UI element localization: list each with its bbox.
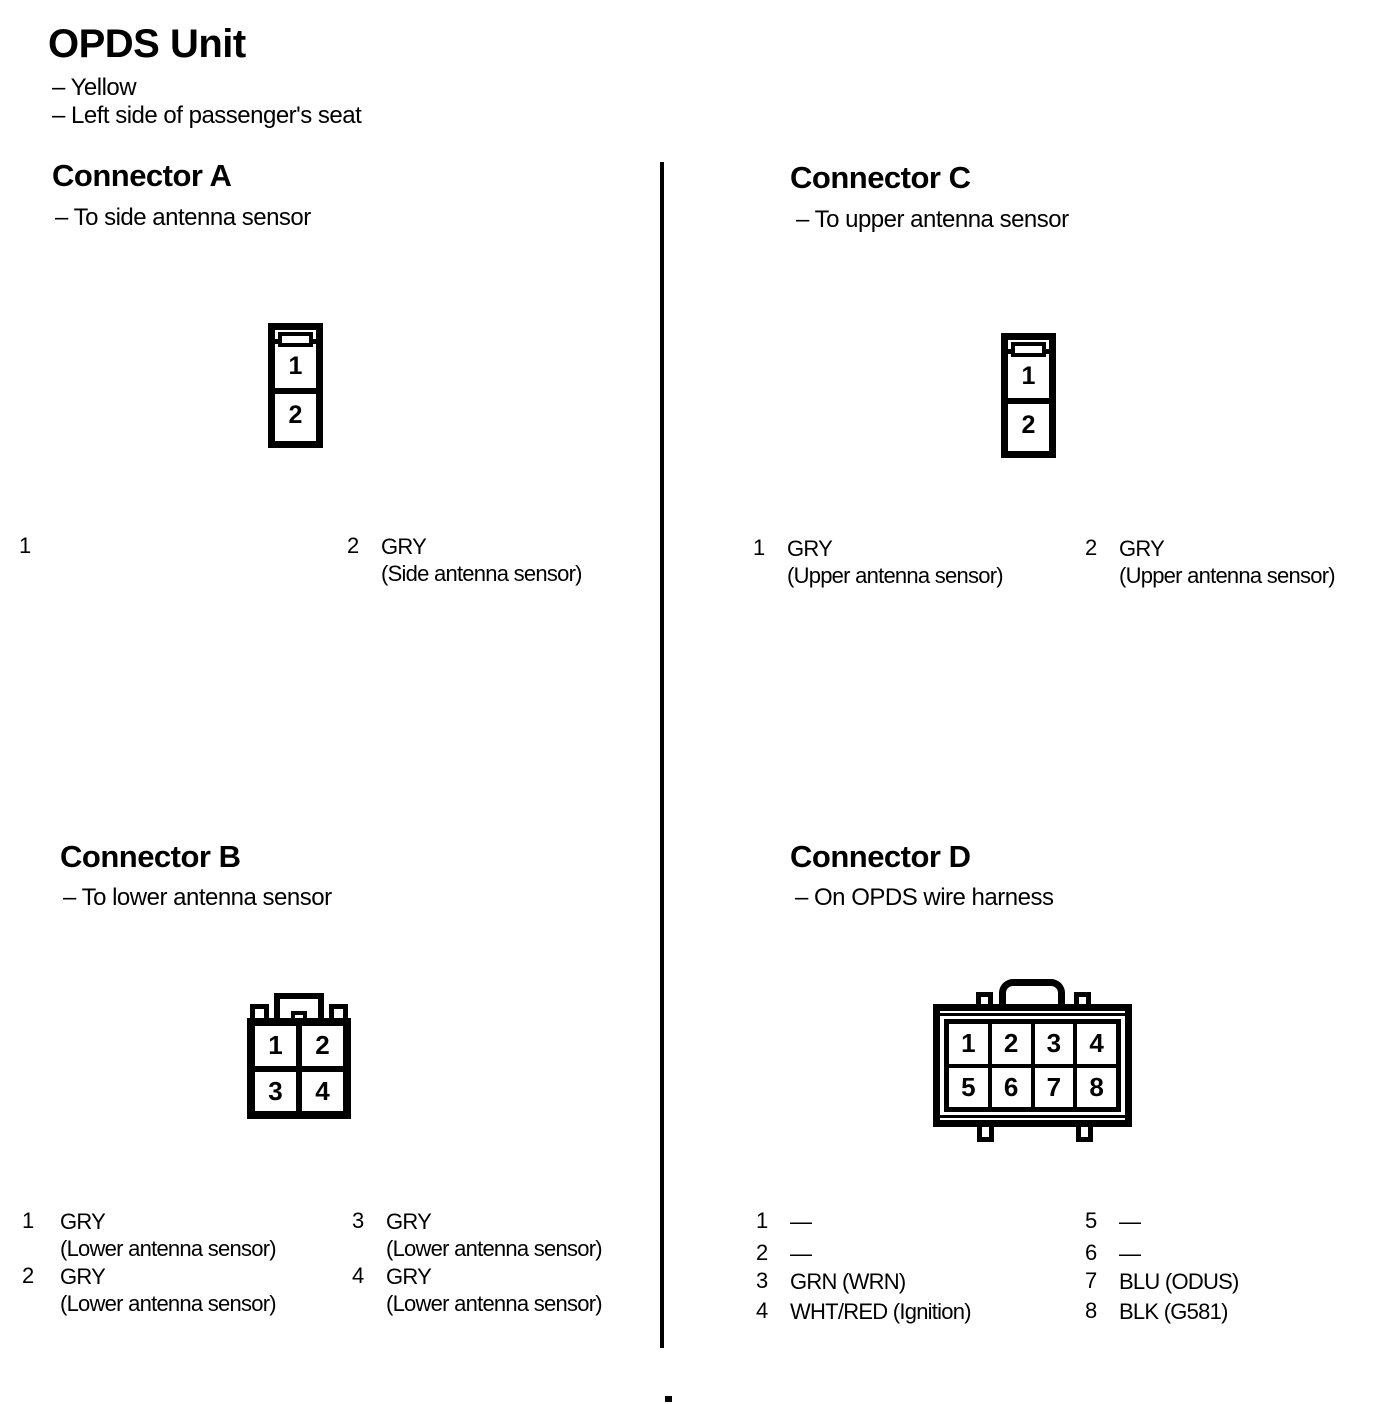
wire-signal: (Upper antenna sensor) [1119, 563, 1336, 588]
pin-wire-label: — [1119, 1241, 1141, 1266]
pin-wire-label: GRN (WRN) [790, 1269, 906, 1294]
pin-number: 1 [22, 1208, 34, 1233]
pin-cavity-2: 2 [275, 388, 316, 436]
pin-cavity-4: 4 [302, 1071, 343, 1111]
pin-cavity-3: 3 [1034, 1024, 1074, 1064]
pin-wire-label: GRY (Lower antenna sensor) [386, 1208, 603, 1262]
mount-foot-icon [977, 1127, 994, 1142]
pin-number: 5 [1085, 1208, 1097, 1233]
connector-a-note: – To side antenna sensor [55, 204, 311, 231]
pin-wire-label: GRY (Side antenna sensor) [381, 533, 582, 587]
wire-signal: (Side antenna sensor) [381, 561, 582, 586]
connector-c-diagram: 1 2 [1001, 333, 1056, 458]
pin-number: 2 [347, 533, 359, 558]
connector-d-note: – On OPDS wire harness [795, 884, 1054, 911]
pin-wire-label: GRY (Lower antenna sensor) [60, 1263, 277, 1317]
connector-a-diagram: 1 2 [268, 323, 323, 448]
connector-d-diagram: 1 2 3 4 5 6 7 8 [933, 979, 1132, 1142]
pin-wire-label: — [790, 1209, 812, 1234]
pin-number: 1 [753, 535, 765, 560]
latch-slot [1008, 340, 1049, 357]
latch-icon [278, 332, 313, 347]
unit-color-note: – Yellow [52, 74, 137, 101]
page-title: OPDS Unit [48, 22, 246, 66]
connector-b-title: Connector B [60, 839, 241, 874]
pin-wire-label: GRY (Upper antenna sensor) [1119, 535, 1336, 589]
pin-wire-label: GRY (Lower antenna sensor) [386, 1263, 603, 1317]
pin-number: 1 [756, 1208, 768, 1233]
pin-grid: 1 2 3 4 [247, 1018, 351, 1119]
pin-number: 4 [756, 1298, 768, 1323]
pin-wire-label: — [1119, 1209, 1141, 1234]
wire-color: GRY [386, 1264, 432, 1289]
pin-cavity-8: 8 [1077, 1067, 1116, 1107]
pin-number: 4 [352, 1263, 364, 1288]
connector-c-title: Connector C [790, 160, 971, 195]
mount-tab-icon [329, 1004, 348, 1022]
pin-number: 2 [22, 1263, 34, 1288]
wire-signal: (Lower antenna sensor) [60, 1236, 277, 1261]
pin-wire-label: BLU (ODUS) [1119, 1269, 1239, 1294]
pin-number: 7 [1085, 1268, 1097, 1293]
connector-d-title: Connector D [790, 839, 971, 874]
rim-line [940, 1115, 1125, 1118]
pin-wire-label: BLK (G581) [1119, 1299, 1228, 1324]
pin-cavity-2: 2 [991, 1024, 1031, 1064]
pin-wire-label: WHT/RED (Ignition) [790, 1299, 972, 1324]
wire-color: GRY [381, 534, 427, 559]
wire-color: GRY [60, 1209, 106, 1234]
pin-cavity-6: 6 [991, 1067, 1031, 1107]
wire-signal: (Upper antenna sensor) [787, 563, 1004, 588]
wire-signal: (Lower antenna sensor) [60, 1291, 277, 1316]
latch-icon [1011, 342, 1046, 357]
pin-number: 2 [756, 1240, 768, 1265]
page-end-dot [665, 1396, 672, 1402]
wire-color: GRY [60, 1264, 106, 1289]
mount-tab-icon [250, 1004, 269, 1022]
pin-cavity-1: 1 [288, 351, 303, 380]
pin-cavity-2: 2 [302, 1026, 343, 1066]
wire-color: GRY [787, 536, 833, 561]
pin-cavity-3: 3 [255, 1071, 296, 1111]
pin-cavity-1: 1 [949, 1024, 988, 1064]
pin-number: 8 [1085, 1298, 1097, 1323]
pin-number: 1 [19, 533, 31, 558]
pin-grid: 1 2 3 4 5 6 7 8 [944, 1019, 1121, 1112]
connector-c-note: – To upper antenna sensor [796, 206, 1069, 233]
connector-b-diagram: 1 2 3 4 [247, 993, 351, 1119]
latch-icon [274, 993, 324, 1022]
unit-location-note: – Left side of passenger's seat [52, 102, 362, 129]
wire-color: GRY [386, 1209, 432, 1234]
pin-number: 3 [352, 1208, 364, 1233]
connector-a-title: Connector A [52, 158, 232, 193]
pin-cavity-2: 2 [1008, 398, 1049, 446]
pin-number: 3 [756, 1268, 768, 1293]
pin-number: 6 [1085, 1240, 1097, 1265]
column-divider [660, 162, 664, 1348]
wire-signal: (Lower antenna sensor) [386, 1236, 603, 1261]
latch-notch-icon [291, 1011, 307, 1022]
wire-color: GRY [1119, 536, 1165, 561]
mount-foot-icon [1076, 1127, 1093, 1142]
pin-cavity-1: 1 [255, 1026, 296, 1066]
pin-wire-label: — [790, 1241, 812, 1266]
pin-wire-label: GRY (Lower antenna sensor) [60, 1208, 277, 1262]
rim-line [940, 1013, 1125, 1016]
connector-body: 1 2 3 4 5 6 7 8 [933, 1004, 1132, 1127]
pin-cavity-4: 4 [1077, 1024, 1116, 1064]
pin-cavity-1: 1 [1021, 361, 1036, 390]
pin-number: 2 [1085, 535, 1097, 560]
latch-slot [275, 330, 316, 347]
pin-wire-label: GRY (Upper antenna sensor) [787, 535, 1004, 589]
connector-b-note: – To lower antenna sensor [63, 884, 332, 911]
pin-cavity-5: 5 [949, 1067, 988, 1107]
pin-cavity-7: 7 [1034, 1067, 1074, 1107]
wire-signal: (Lower antenna sensor) [386, 1291, 603, 1316]
